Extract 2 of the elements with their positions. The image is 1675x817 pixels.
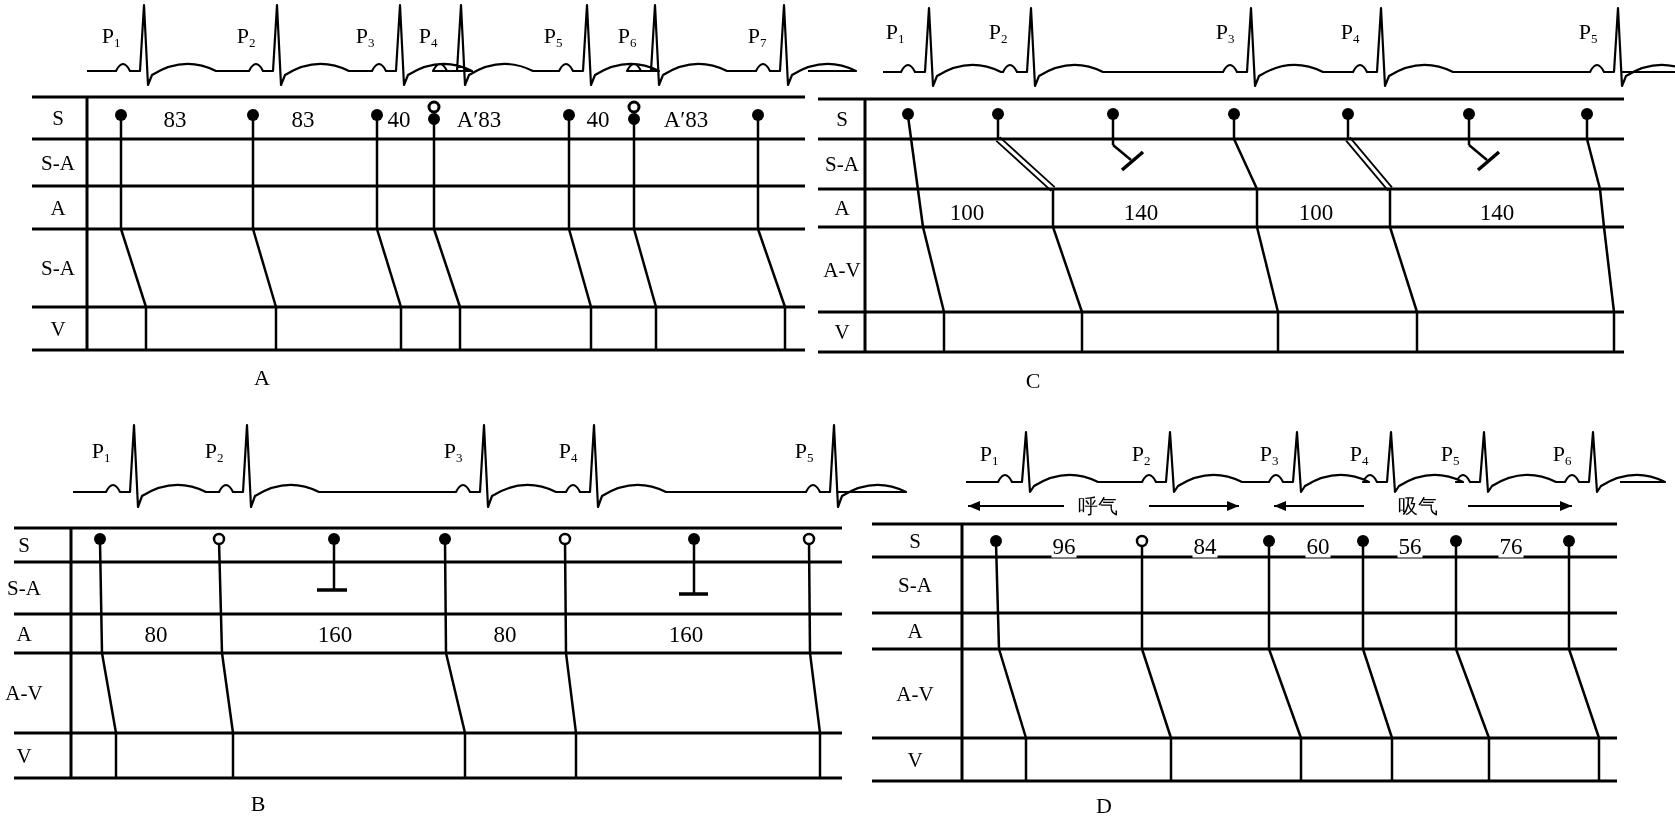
phase-label: 呼气 bbox=[1077, 496, 1119, 516]
phase-label: 吸气 bbox=[1397, 496, 1439, 516]
